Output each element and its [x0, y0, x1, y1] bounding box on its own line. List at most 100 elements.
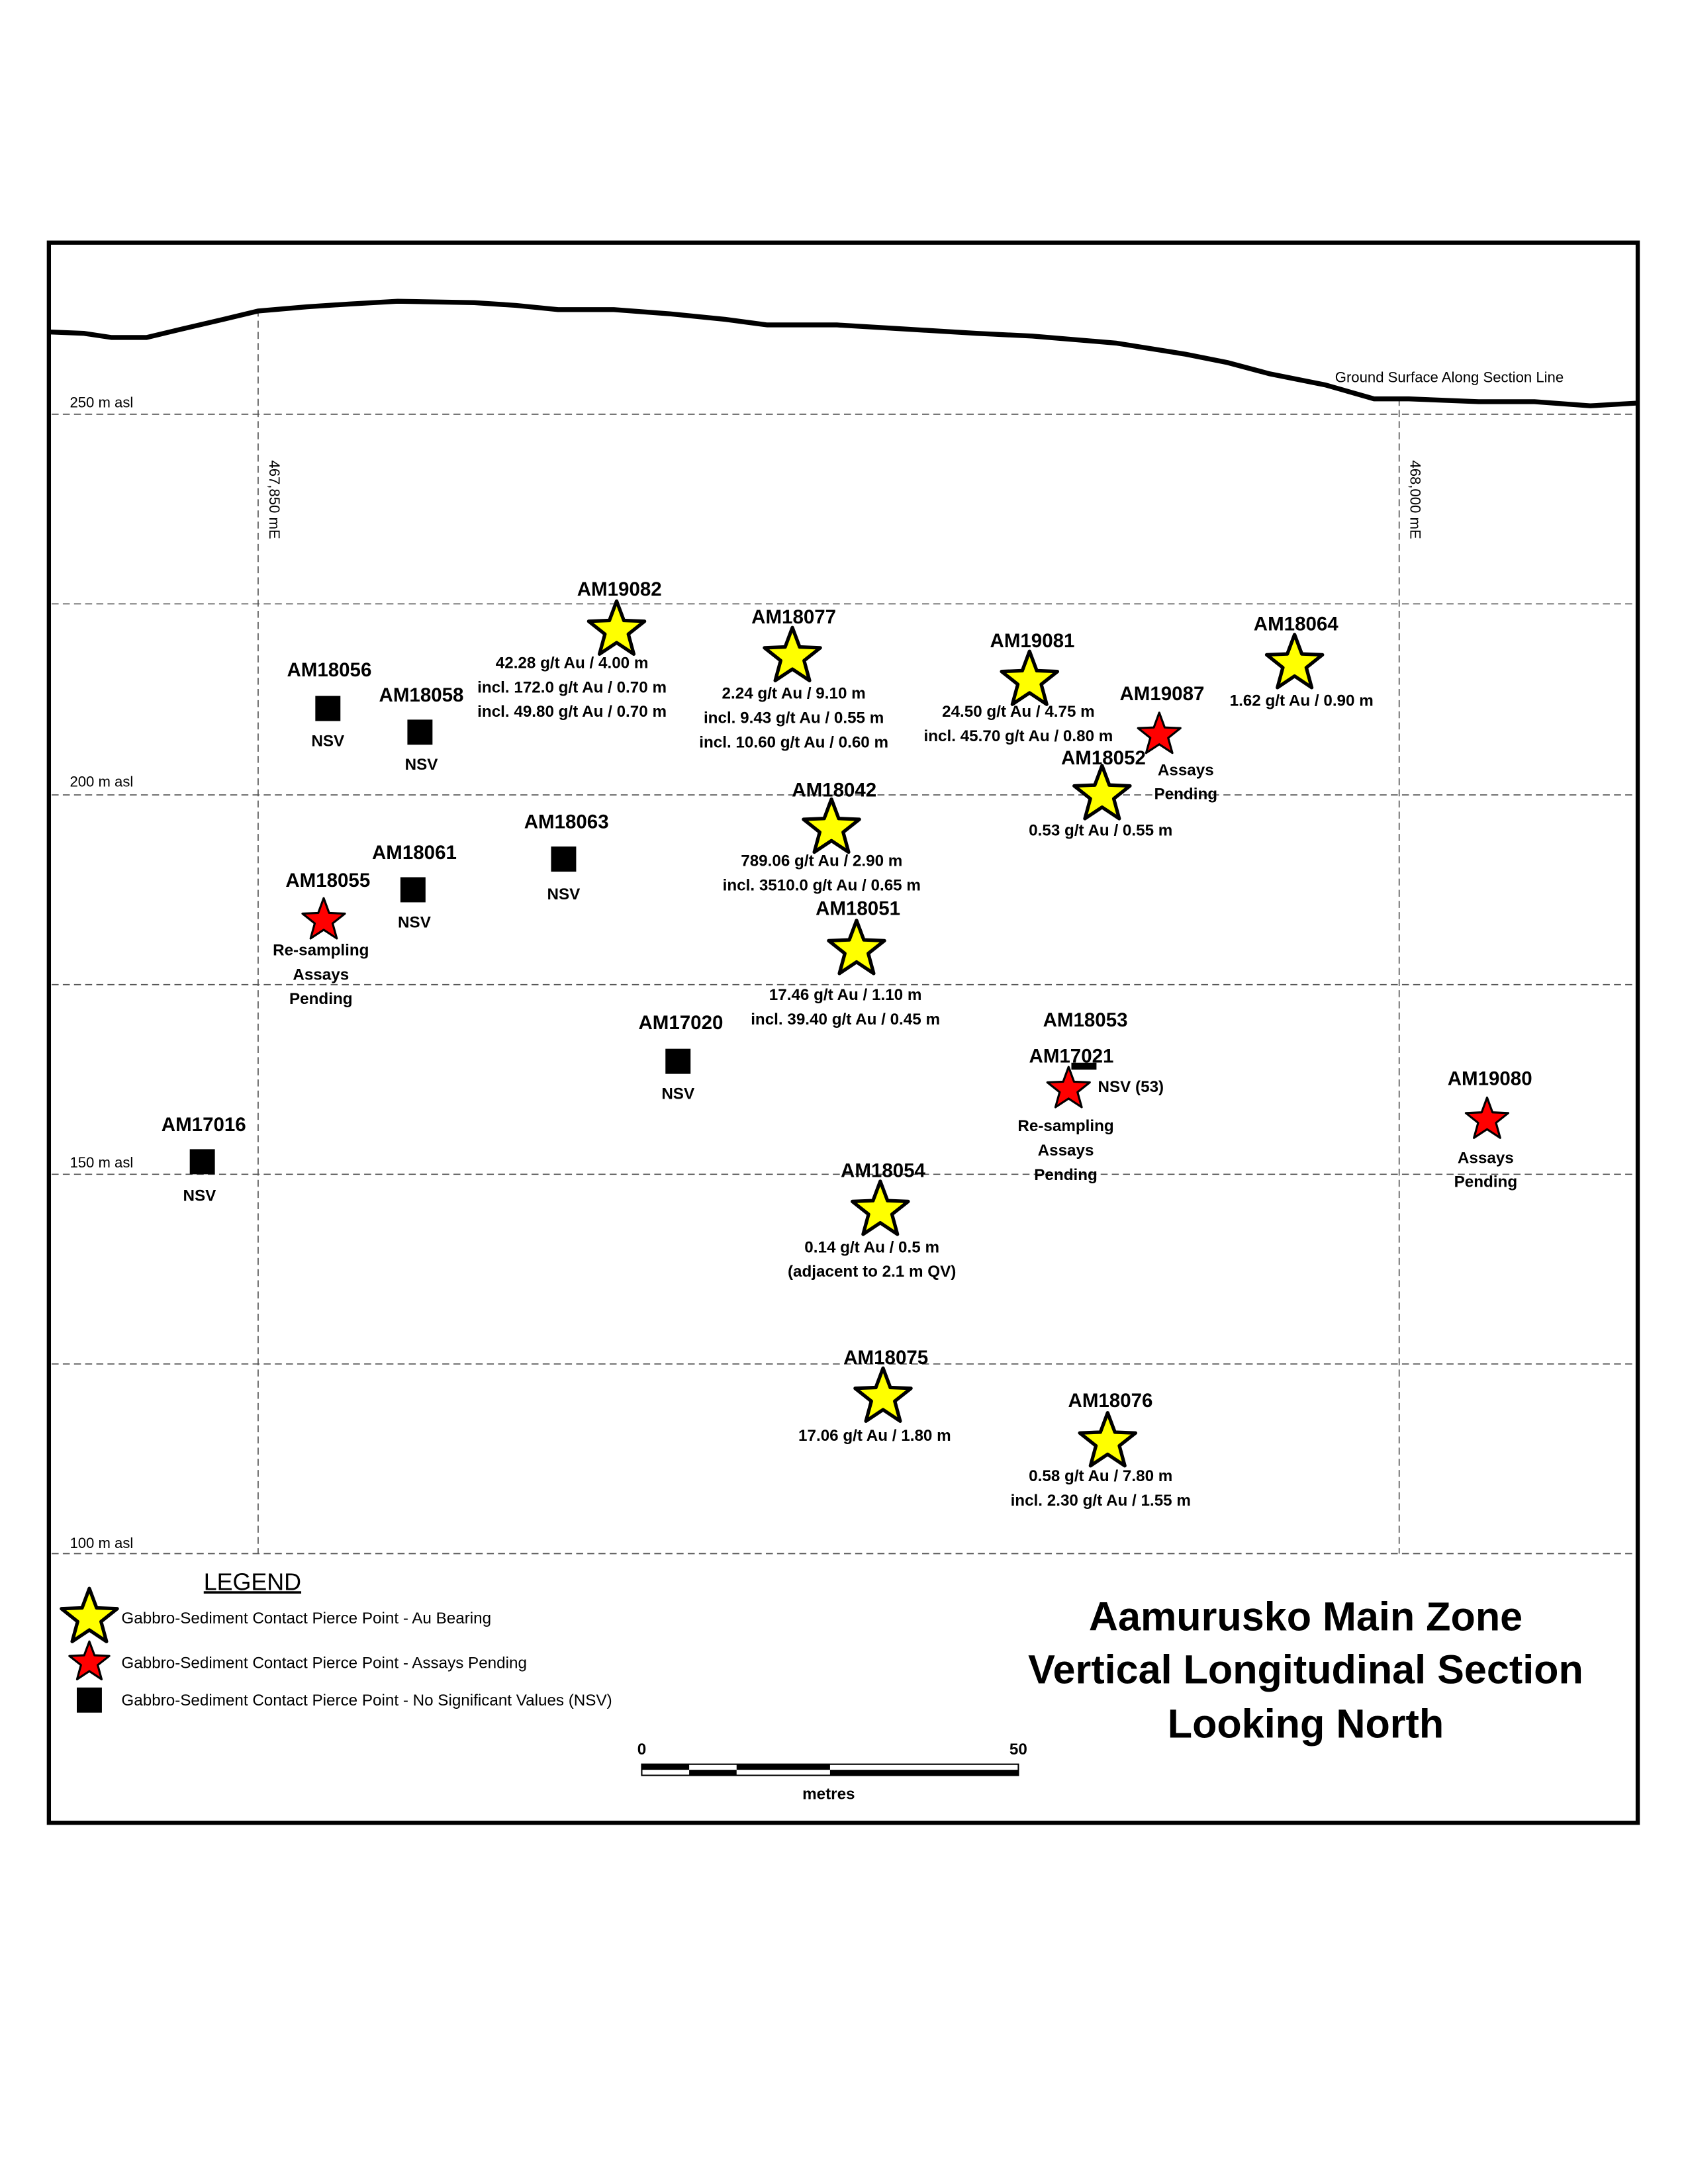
- title-line-2: Vertical Longitudinal Section: [1028, 1647, 1583, 1692]
- drillhole-label: AM18053: [1043, 1009, 1128, 1031]
- legend-label-au-bearing: Gabbro-Sediment Contact Pierce Point - A…: [121, 1610, 491, 1627]
- ground-surface-line: [48, 298, 1638, 408]
- drillhole-label: AM19082: [577, 578, 662, 600]
- black-square-icon: [551, 846, 577, 872]
- assay-result-text: 17.06 g/t Au / 1.80 m: [798, 1427, 951, 1445]
- drillhole-label: AM17016: [162, 1114, 246, 1136]
- assay-result-text: Pending: [1154, 785, 1218, 803]
- pierce-point-am18075[interactable]: AM18075 17.06 g/t Au / 1.80 m: [798, 1347, 951, 1445]
- assay-result-text: 2.24 g/t Au / 9.10 m: [722, 685, 866, 703]
- assay-result-text: 17.46 g/t Au / 1.10 m: [769, 986, 922, 1004]
- drillhole-label: AM19081: [990, 630, 1075, 652]
- drillhole-label: AM17021: [1029, 1046, 1114, 1068]
- assay-result-text: incl. 9.43 g/t Au / 0.55 m: [704, 709, 884, 727]
- red-star-icon: [68, 1640, 111, 1680]
- scale-start-label: 0: [637, 1741, 646, 1758]
- assay-result-text: (adjacent to 2.1 m QV): [788, 1263, 956, 1281]
- easting-label-468000: 468,000 mE: [1407, 460, 1424, 539]
- assay-result-text: 24.50 g/t Au / 4.75 m: [942, 703, 1095, 721]
- yellow-star-icon: [586, 599, 647, 656]
- section-title: Aamurusko Main Zone Vertical Longitudina…: [1028, 1594, 1583, 1746]
- black-square-icon: [1071, 1062, 1097, 1070]
- drillhole-label: AM18076: [1068, 1390, 1153, 1412]
- assay-result-text: Assays: [1158, 762, 1214, 780]
- yellow-star-icon: [763, 625, 822, 682]
- drillhole-label: AM19087: [1119, 683, 1204, 705]
- black-square-icon: [400, 877, 426, 903]
- elevation-label-250: 250 m asl: [70, 394, 133, 410]
- pierce-point-am18053[interactable]: AM18053: [1043, 1009, 1128, 1070]
- pierce-points: AM19082 42.28 g/t Au / 4.00 m incl. 172.0 …: [162, 578, 1532, 1510]
- yellow-star-icon: [827, 919, 886, 976]
- drillhole-label: AM18056: [287, 659, 371, 681]
- assay-result-text: incl. 49.80 g/t Au / 0.70 m: [477, 703, 667, 721]
- red-star-icon: [1464, 1096, 1510, 1139]
- title-line-3: Looking North: [1168, 1702, 1444, 1747]
- assay-result-text: NSV: [311, 732, 344, 750]
- elevation-label-150: 150 m asl: [70, 1154, 133, 1171]
- assay-result-text: Assays: [1458, 1149, 1514, 1167]
- assay-result-text: incl. 10.60 g/t Au / 0.60 m: [699, 734, 888, 752]
- drillhole-label: AM18055: [285, 870, 370, 891]
- yellow-star-icon: [1072, 764, 1132, 821]
- yellow-star-icon: [1078, 1411, 1138, 1468]
- yellow-star-icon: [1000, 649, 1060, 706]
- scale-end-label: 50: [1009, 1741, 1027, 1758]
- assay-result-text: NSV: [405, 756, 438, 774]
- assay-result-text: Assays: [293, 966, 349, 983]
- ground-surface-label: Ground Surface Along Section Line: [1335, 369, 1564, 385]
- pierce-point-am19082[interactable]: AM19082 42.28 g/t Au / 4.00 m incl. 172.0 …: [477, 578, 667, 721]
- drillhole-label: AM18042: [792, 779, 876, 801]
- drillhole-label: AM18075: [843, 1347, 928, 1369]
- assay-result-text: 0.58 g/t Au / 7.80 m: [1029, 1467, 1172, 1485]
- elevation-label-200: 200 m asl: [70, 774, 133, 790]
- pierce-point-am18054[interactable]: AM18054 0.14 g/t Au / 0.5 m (adjacent to 2…: [788, 1160, 956, 1281]
- yellow-star-icon: [802, 797, 861, 854]
- drillhole-label: AM17020: [638, 1012, 723, 1034]
- legend-label-nsv: Gabbro-Sediment Contact Pierce Point - N…: [121, 1692, 612, 1709]
- drillhole-label: AM19080: [1448, 1068, 1532, 1089]
- assay-result-text: 0.14 g/t Au / 0.5 m: [804, 1238, 939, 1256]
- title-line-1: Aamurusko Main Zone: [1089, 1594, 1523, 1639]
- assay-result-text: Pending: [1034, 1166, 1098, 1184]
- yellow-star-icon: [60, 1586, 119, 1643]
- drillhole-label: AM18054: [841, 1160, 926, 1182]
- drillhole-label: AM18058: [379, 684, 464, 706]
- elevation-label-100: 100 m asl: [70, 1535, 133, 1551]
- legend: LEGEND Gabbro-Sediment Contact Pierce Po…: [60, 1569, 612, 1713]
- assay-result-text: Re-sampling: [273, 941, 369, 959]
- assay-result-text: NSV: [547, 886, 581, 903]
- map-frame: [46, 240, 1640, 1825]
- assay-result-text: 42.28 g/t Au / 4.00 m: [496, 654, 649, 672]
- yellow-star-icon: [853, 1366, 913, 1423]
- assay-result-text: Re-sampling: [1017, 1117, 1113, 1135]
- assay-result-text: NSV: [398, 913, 431, 931]
- assay-result-text: incl. 172.0 g/t Au / 0.70 m: [477, 678, 667, 696]
- legend-label-assays-pending: Gabbro-Sediment Contact Pierce Point - A…: [121, 1654, 527, 1672]
- nsv-note: NSV (53): [1098, 1078, 1164, 1096]
- assay-result-text: 0.53 g/t Au / 0.55 m: [1029, 821, 1172, 839]
- red-star-icon: [1046, 1066, 1091, 1109]
- drillhole-label: AM18063: [524, 811, 609, 833]
- scale-bar: 0 50 metres: [637, 1741, 1027, 1803]
- black-square-icon: [315, 696, 341, 721]
- drillhole-label: AM18051: [816, 897, 900, 919]
